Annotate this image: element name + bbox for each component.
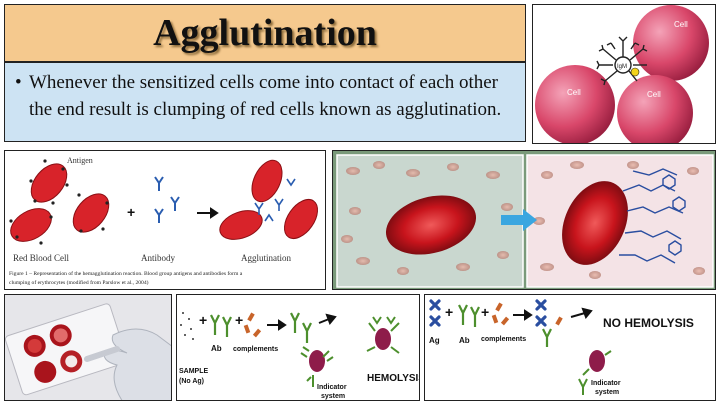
- transition-arrow: [501, 209, 537, 231]
- antigen-x-marks: [429, 299, 441, 327]
- cell-label-left: Cell: [567, 88, 581, 97]
- lysed-cell: [366, 316, 400, 354]
- figure-caption-line1: Figure 1 – Representation of the hemaggl…: [9, 270, 243, 277]
- bullet-paragraph: • Whenever the sensitized cells come into…: [15, 69, 515, 123]
- large-rbc-right: [562, 181, 628, 265]
- arrow-2: [570, 307, 593, 319]
- arrow-2: [318, 313, 337, 325]
- igm-cells-figure: Cell Cell Cell IgM: [532, 4, 716, 144]
- rbc-3: [72, 193, 110, 233]
- indicator-label-2: system: [595, 389, 619, 396]
- cell-top: [633, 5, 709, 81]
- arrow: [197, 207, 219, 219]
- plus-sign-1: +: [445, 304, 453, 320]
- title-banner: Agglutination: [4, 4, 526, 62]
- antigen-chains: [619, 168, 686, 264]
- antigen-label: Antigen: [67, 156, 93, 165]
- complement-shapes: [491, 302, 510, 326]
- plus-sign-2: +: [481, 304, 489, 320]
- rbc-label: Red Blood Cell: [13, 253, 69, 263]
- complements-label: complements: [481, 336, 526, 343]
- gloved-hand: [84, 328, 171, 400]
- hemolysis-result: HEMOLYSIS: [367, 373, 420, 384]
- blood-typing-card-photo: [4, 294, 172, 401]
- plus-sign: +: [127, 204, 135, 220]
- typing-card: [5, 303, 128, 396]
- hemagglutination-figure: Antigen + Red Blood Cell Antibody Agglut…: [4, 150, 326, 290]
- indicator-label-1: Indicator: [591, 380, 621, 387]
- agg-rbc-2: [219, 210, 263, 240]
- cell-label-top: Cell: [674, 20, 688, 29]
- ab-antibodies: [210, 314, 232, 337]
- complements-label: complements: [233, 346, 278, 353]
- indicator-label-2: system: [321, 393, 345, 400]
- bullet-box: • Whenever the sensitized cells come into…: [4, 62, 526, 142]
- sample-label-2: (No Ag): [179, 378, 204, 385]
- ag-ab-complex: [535, 299, 563, 347]
- no-hemolysis-diagram: + + Ag Ab complemen: [424, 294, 716, 401]
- indicator-cell: [578, 350, 612, 395]
- no-hemolysis-result: NO HEMOLYSIS: [603, 316, 694, 330]
- indicator-cell-complex: [300, 346, 334, 387]
- ab-label: Ab: [211, 344, 222, 353]
- ab-label: Ab: [459, 336, 470, 345]
- arrow-1: [513, 309, 533, 321]
- antibody-label: Antibody: [141, 253, 176, 263]
- plus-sign-1: +: [199, 312, 207, 328]
- rbc-2: [10, 208, 52, 242]
- igm-label: IgM: [617, 64, 627, 70]
- slide-title: Agglutination: [153, 12, 377, 54]
- sample-dots: [180, 312, 194, 340]
- igm-pentamer: [596, 36, 648, 86]
- agg-rbc-1: [251, 159, 283, 203]
- arrow-1: [267, 319, 287, 331]
- cell-right: [617, 75, 693, 143]
- antibody-group: [154, 176, 180, 223]
- sample-label-1: SAMPLE: [179, 368, 209, 375]
- ab-antibodies: [458, 304, 480, 327]
- large-rbc-left: [385, 195, 477, 255]
- agglutination-label: Agglutination: [241, 253, 291, 263]
- plus-sign-2: +: [235, 312, 243, 328]
- hemolysis-diagram: + +: [176, 294, 420, 401]
- complement-shapes: [243, 312, 262, 338]
- rbc-binding-illustration: [332, 150, 716, 290]
- antigen-dot: [630, 67, 640, 77]
- cell-label-right: Cell: [647, 90, 661, 99]
- ag-label: Ag: [429, 336, 440, 345]
- agg-rbc-3: [283, 198, 319, 240]
- bullet-text: Whenever the sensitized cells come into …: [29, 72, 502, 120]
- bound-antibodies: [290, 312, 312, 343]
- indicator-label-1: Indicator: [317, 384, 347, 391]
- cell-left: [535, 65, 615, 143]
- bullet-marker: •: [15, 72, 22, 93]
- figure-caption-line2: clumping of erythrocytes (modified from …: [9, 279, 149, 286]
